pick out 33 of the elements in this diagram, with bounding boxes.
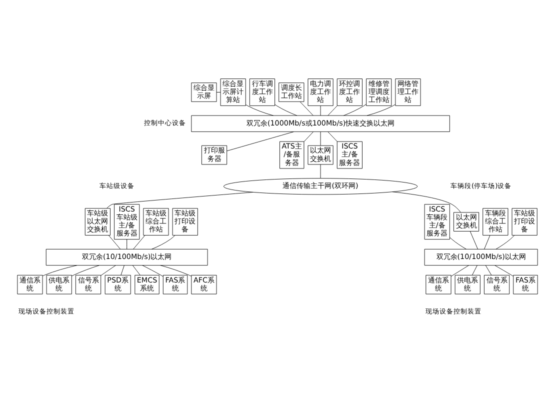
connector [320,105,321,116]
connector [126,238,128,249]
connector [450,236,466,249]
connector [120,264,124,275]
connector [100,264,116,276]
connector [392,191,461,212]
connector [106,191,254,208]
connector [496,234,515,249]
connector [132,264,140,275]
connector [320,164,321,178]
connector [160,264,192,276]
connector [320,131,321,146]
connector [226,131,294,151]
connector [304,131,314,142]
connector [142,264,164,276]
connector [133,234,146,249]
connector [108,234,121,249]
connector [494,264,514,276]
connector [485,264,492,275]
connector [328,105,338,116]
connector [343,104,366,116]
connector [71,264,100,276]
connector [450,264,469,276]
connector [274,104,298,116]
connector [42,264,78,276]
connector [151,234,176,249]
connector [470,230,478,249]
connector [484,234,490,249]
connector [245,104,274,116]
connector [300,100,314,116]
connector [366,104,396,116]
connector [328,131,338,142]
connector [472,264,478,275]
